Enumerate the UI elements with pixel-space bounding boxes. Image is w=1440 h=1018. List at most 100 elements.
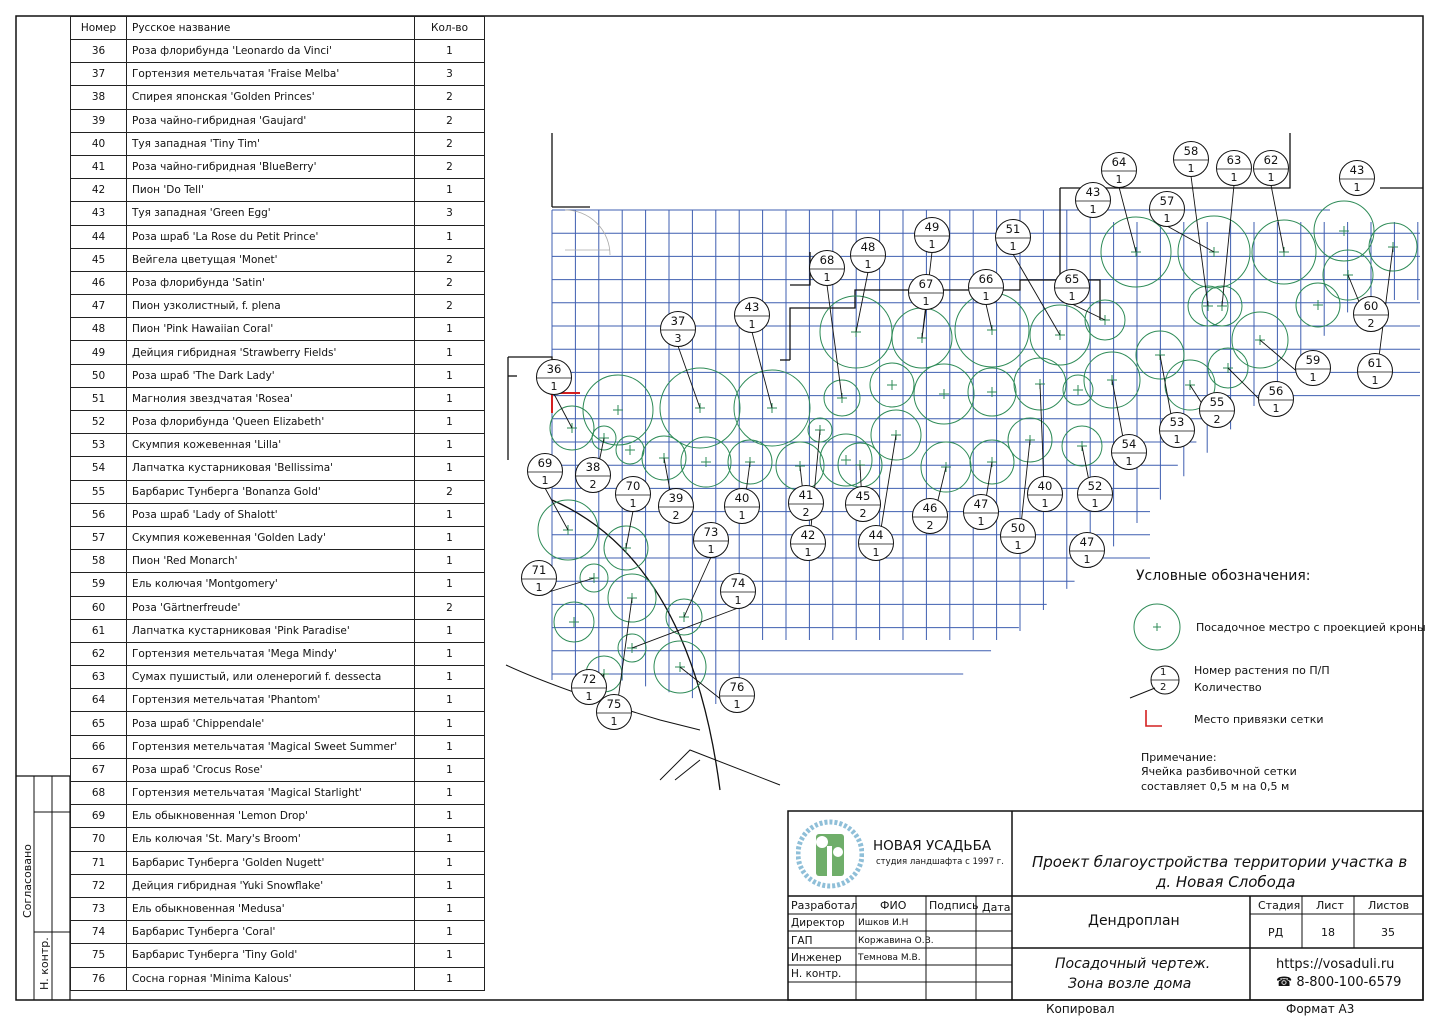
row-qty: 1	[414, 572, 485, 597]
plant-label: 621	[1253, 150, 1289, 186]
plant-label-qty: 1	[1354, 181, 1361, 194]
row-name: Дейция гибридная 'Strawberry Fields'	[126, 340, 415, 365]
plant-label-qty: 1	[1010, 240, 1017, 253]
plant-label-number: 47	[1080, 535, 1095, 549]
door-swing	[564, 209, 611, 256]
plant-label: 541	[1111, 434, 1147, 470]
plant-label-number: 53	[1170, 415, 1185, 429]
row-number: 49	[70, 340, 127, 365]
row-name: Гортензия метельчатая 'Fraise Melba'	[126, 62, 415, 87]
row-number: 72	[70, 873, 127, 898]
plant-label: 382	[575, 457, 611, 493]
plant-label-number: 38	[586, 460, 601, 474]
plant-label: 741	[720, 573, 756, 609]
plant-label-number: 72	[582, 672, 597, 686]
project-title: Проект благоустройства территории участк…	[1032, 853, 1408, 871]
row-name: Роза шраб 'The Dark Lady'	[126, 363, 415, 388]
row-name: Барбарис Тунберга 'Golden Nugett'	[126, 850, 415, 875]
plant-label-number: 45	[856, 489, 871, 503]
plant-label: 431	[1339, 160, 1375, 196]
plant-label-qty: 1	[865, 258, 872, 271]
plant-label-qty: 1	[1310, 371, 1317, 384]
plant-label-qty: 1	[749, 318, 756, 331]
plant-label-qty: 1	[929, 238, 936, 251]
row-number: 38	[70, 85, 127, 110]
plant-circle	[553, 601, 595, 643]
plant-label: 681	[809, 250, 845, 286]
plant-label-qty: 1	[978, 515, 985, 528]
leader-line	[826, 284, 843, 399]
plant-label: 412	[788, 485, 824, 521]
plant-label-qty: 2	[673, 509, 680, 522]
leader-line	[631, 607, 739, 649]
plant-label: 441	[858, 525, 894, 561]
row-qty: 1	[414, 757, 485, 783]
plant-label-number: 62	[1264, 153, 1279, 167]
plant-label: 641	[1101, 152, 1137, 188]
plant-label-number: 41	[799, 488, 814, 502]
row-name: Ель обыкновенная 'Medusa'	[126, 896, 415, 922]
plant-label-number: 59	[1306, 353, 1321, 367]
plant-label: 392	[658, 488, 694, 524]
role-gap: ГАП	[791, 935, 813, 947]
plant-label: 571	[1149, 191, 1185, 227]
sheet-value: 18	[1321, 926, 1335, 939]
plant-label-qty: 1	[1092, 497, 1099, 510]
plant-label: 651	[1054, 269, 1090, 305]
row-number: 43	[70, 201, 127, 226]
row-qty: 1	[414, 896, 485, 922]
plant-label-number: 58	[1184, 144, 1199, 158]
legend-symbols	[1129, 603, 1181, 727]
leader-line	[1190, 175, 1209, 307]
company-subtitle: студия ландшафта с 1997 г.	[876, 857, 1004, 867]
row-name: Роза шраб 'Crocus Rose'	[126, 757, 415, 783]
plant-label-number: 49	[925, 220, 940, 234]
leader-line	[985, 303, 993, 331]
plant-label-number: 67	[919, 277, 934, 291]
company-name: НОВАЯ УСАДЬБА	[873, 838, 992, 854]
plant-label: 373	[660, 311, 696, 347]
plant-label-qty: 1	[708, 543, 715, 556]
copied-label: Копировал	[1046, 1002, 1115, 1016]
plant-label-qty: 1	[630, 497, 637, 510]
col-number: Номер	[70, 16, 127, 40]
plant-circle	[869, 362, 915, 408]
row-name: Барбарис Тунберга 'Tiny Gold'	[126, 943, 415, 968]
plant-label-number: 70	[626, 479, 641, 493]
plant-circle	[1062, 374, 1094, 406]
row-name: Лапчатка кустарниковая 'Pink Paradise'	[126, 618, 415, 643]
row-number: 75	[70, 943, 127, 968]
col-fio: ФИО	[880, 899, 907, 912]
plant-label-number: 54	[1122, 437, 1137, 451]
name-gap: Коржавина О.В.	[858, 936, 934, 946]
plant-label: 421	[790, 525, 826, 561]
plant-label-qty: 1	[1090, 203, 1097, 216]
row-number: 62	[70, 641, 127, 667]
leader-line	[1118, 186, 1137, 253]
plant-label: 591	[1295, 350, 1331, 386]
row-qty: 3	[414, 62, 485, 87]
row-name: Спирея японская 'Golden Princes'	[126, 85, 415, 110]
drawing-title: Посадочный чертеж.	[1055, 956, 1211, 972]
plant-label-number: 50	[1011, 521, 1026, 535]
leader-line	[625, 510, 634, 549]
leader-line	[921, 308, 927, 339]
plant-label-qty: 1	[542, 474, 549, 487]
row-number: 70	[70, 827, 127, 852]
row-number: 63	[70, 665, 127, 690]
website: https://vosaduli.ru	[1276, 957, 1395, 972]
legend-planting: Посадочное местро с проекцией кроны	[1196, 621, 1426, 634]
col-sign: Подпись	[929, 899, 979, 912]
plant-label-number: 61	[1368, 356, 1383, 370]
